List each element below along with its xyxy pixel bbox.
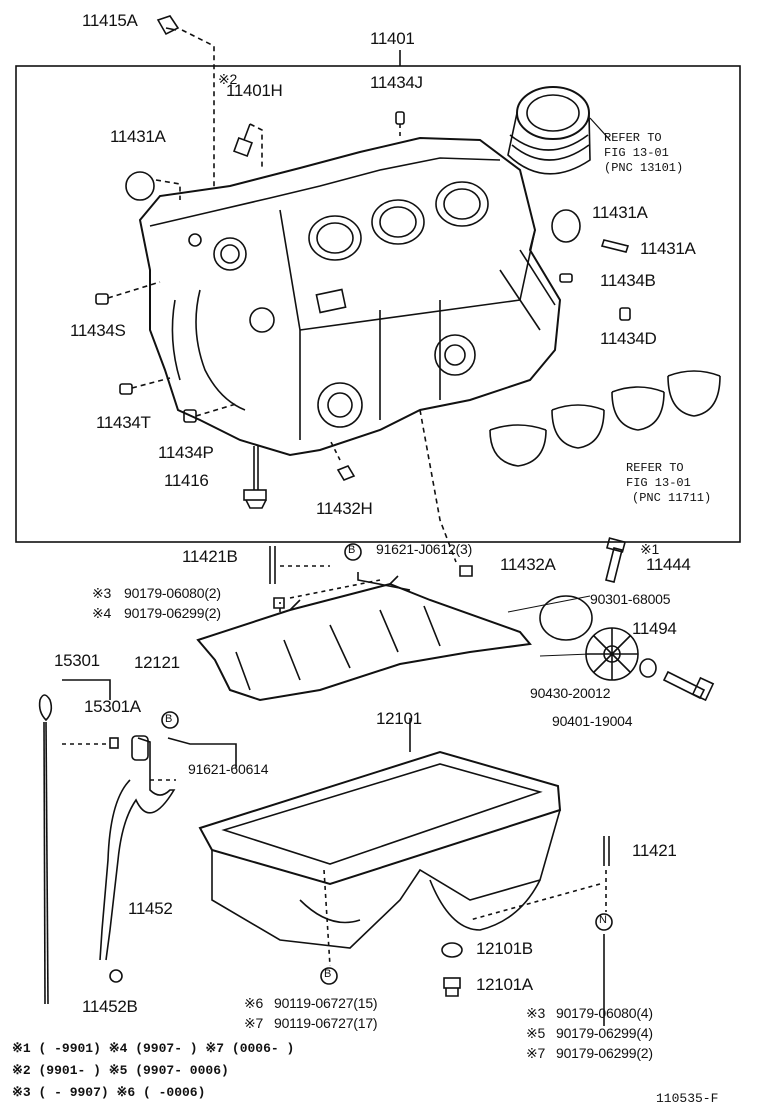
label-11434p: 11434P [158,443,214,462]
plug-11432a [459,565,473,577]
refer-1-line2: FIG 13-01 [604,146,669,160]
mark-2: ※2 [218,71,238,87]
label-12121: 12121 [134,653,180,672]
refer-2-line1: REFER TO [626,461,684,475]
stud-11401h [233,123,263,170]
label-11432a: 11432A [500,555,556,574]
label-11416: 11416 [164,471,209,490]
label-90179-06299-2: 90179-06299(2) [124,605,221,621]
label-11452: 11452 [128,899,173,918]
plug-11432h [336,465,356,481]
refer-2-line3: (PNC 11711) [632,491,712,505]
figure-id: 110535-F [656,1091,719,1106]
label-11432h: 11432H [316,499,373,518]
mark-5: ※5 [526,1025,546,1041]
gasket-12101b [441,942,463,958]
label-11421b: 11421B [182,547,238,566]
mark-7b: ※7 [526,1045,546,1061]
footnote-row-2: ※2 (9901- ) ※5 (9907- 0006) [12,1063,229,1078]
circle-b-3-letter: B [324,968,332,980]
pin-11434t [119,383,133,395]
bolt-11416 [243,446,267,509]
nut-90179 [273,597,285,609]
plug-11431a-left [125,171,155,201]
label-91621-60614: 91621-60614 [188,761,269,777]
cylinder-block [138,136,562,457]
oil-filter-bracket-11494 [585,627,639,681]
footnote-row-1: ※1 ( -9901) ※4 (9907- ) ※7 (0006- ) [12,1041,295,1056]
pin-11434d [619,307,631,321]
label-11434j: 11434J [370,73,423,92]
label-90179-06299-2b: 90179-06299(2) [556,1045,653,1061]
mark-3b: ※3 [526,1005,546,1021]
label-90119-06727-17: 90119-06727(17) [274,1015,378,1031]
mark-3a: ※3 [92,585,112,601]
label-15301a: 15301A [84,697,141,716]
plug-11431a-right2 [600,239,630,253]
label-11434t: 11434T [96,413,151,432]
label-11444: 11444 [646,555,691,574]
plug-11431a-right1 [551,209,581,243]
label-12101a: 12101A [476,975,533,994]
pin-11434b [559,273,573,283]
label-11415a: 11415A [82,11,138,30]
oil-pan [198,750,562,949]
stud-11421b [269,546,276,584]
label-11434d: 11434D [600,329,657,348]
engine-block-frame [15,65,741,543]
pin-11434s [95,293,109,305]
circle-b-2 [161,711,179,729]
label-90179-06080-4: 90179-06080(4) [556,1005,653,1021]
refer-2-line2: FIG 13-01 [626,476,691,490]
label-12101b: 12101B [476,939,533,958]
crank-bearings [489,370,721,467]
circle-b-3 [320,967,338,985]
label-91621-j0612: 91621-J0612(3) [376,541,473,557]
label-11421: 11421 [632,841,677,860]
refer-1-line3: (PNC 13101) [604,161,684,175]
o-ring-90301 [539,595,593,641]
drain-plug-12101a [443,977,461,997]
bolt-11444 [605,537,627,583]
oil-level-gauge [38,694,53,1005]
label-90179-06080-2: 90179-06080(2) [124,585,221,601]
pin-11434j [395,111,405,125]
label-11494: 11494 [632,619,677,638]
label-11401h: 11401H [226,81,283,100]
label-11401: 11401 [370,29,415,48]
washer-90430 [639,658,657,678]
label-90430-20012: 90430-20012 [530,685,611,701]
circle-n [595,913,613,931]
label-90401-19004: 90401-19004 [552,713,633,729]
mark-4a: ※4 [92,605,112,621]
mark-6: ※6 [244,995,264,1011]
label-90301-68005: 90301-68005 [590,591,671,607]
oil-level-gauge-guide [99,735,176,961]
plug-11415a [156,15,180,36]
circle-n-letter: N [599,914,607,926]
circle-b-2-letter: B [165,713,173,725]
label-11452b: 11452B [82,997,138,1016]
label-11431a-left: 11431A [110,127,166,146]
circle-b-1 [344,543,362,561]
footnote-row-3: ※3 ( - 9907) ※6 ( -0006) [12,1085,206,1100]
union-bolt-90401 [662,670,715,702]
mark-7a: ※7 [244,1015,264,1031]
label-11434b: 11434B [600,271,656,290]
mark-1: ※1 [640,541,660,557]
label-12101: 12101 [376,709,422,728]
label-11431a-right2: 11431A [640,239,696,258]
label-11434s: 11434S [70,321,126,340]
label-11431a-right1: 11431A [592,203,648,222]
label-15301: 15301 [54,651,100,670]
refer-1-line1: REFER TO [604,131,662,145]
piston-assembly [507,86,591,175]
o-ring-11452b [109,969,123,983]
stud-11421 [603,836,610,866]
label-90179-06299-4: 90179-06299(4) [556,1025,653,1041]
label-90119-06727-15: 90119-06727(15) [274,995,378,1011]
oil-baffle-plate [196,575,532,702]
circle-b-1-letter: B [348,544,356,556]
